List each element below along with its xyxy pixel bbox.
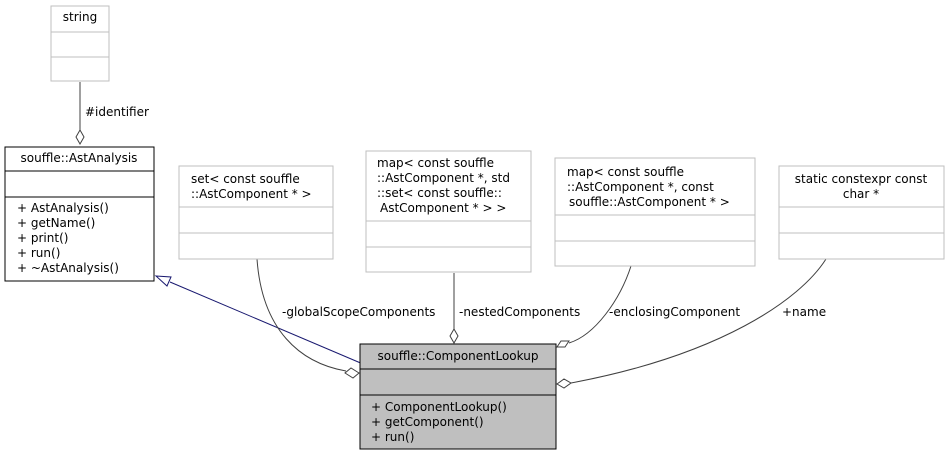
class-map-enclosing-title-line3: souffle::AstComponent * > [569, 195, 730, 209]
edge-enclosing-component: -enclosingComponent [556, 265, 740, 348]
edge-inheritance [154, 275, 371, 368]
class-component-lookup: souffle::ComponentLookup + ComponentLook… [359, 343, 557, 450]
class-set-title-line2: ::AstComponent * > [191, 187, 312, 201]
method-component-lookup-ctor: + ComponentLookup() [371, 400, 507, 414]
edge-nested-components: -nestedComponents [449, 273, 580, 345]
class-map-nested-title-line4: AstComponent * > > [380, 201, 506, 215]
edge-label-nested: -nestedComponents [459, 305, 580, 319]
method-get-component: + getComponent() [371, 415, 484, 429]
class-name-type-title-line2: char * [843, 187, 879, 201]
edge-label-enclosing: -enclosingComponent [609, 305, 740, 319]
edge-global-scope-components: -globalScopeComponents [256, 258, 435, 379]
class-string-title: string [63, 10, 97, 24]
class-ast-analysis-title: souffle::AstAnalysis [21, 151, 138, 165]
class-map-enclosing-title-line1: map< const souffle [567, 165, 684, 179]
class-ast-analysis: souffle::AstAnalysis + AstAnalysis() + g… [4, 146, 155, 282]
class-map-nested-title-line3: ::set< const souffle:: [377, 186, 502, 200]
method-get-name: + getName() [17, 216, 95, 230]
class-name-type: static constexpr const char * [778, 165, 945, 260]
class-map-nested-type: map< const souffle ::AstComponent *, std… [365, 150, 532, 273]
class-map-nested-title-line1: map< const souffle [377, 156, 494, 170]
class-set-title-line1: set< const souffle [191, 172, 300, 186]
inheritance-arrowhead [154, 275, 172, 287]
method-ast-analysis-ctor: + AstAnalysis() [17, 201, 109, 215]
class-name-type-title-line1: static constexpr const [795, 172, 928, 186]
class-map-nested-title-line2: ::AstComponent *, std [377, 171, 510, 185]
edge-name: +name [556, 258, 827, 389]
edge-label-global-scope: -globalScopeComponents [282, 305, 435, 319]
edge-label-name: +name [782, 305, 826, 319]
method-print: + print() [17, 231, 68, 245]
class-set-type: set< const souffle ::AstComponent * > [178, 165, 334, 260]
class-map-enclosing-title-line2: ::AstComponent *, const [567, 180, 714, 194]
class-map-enclosing-type: map< const souffle ::AstComponent *, con… [554, 157, 756, 267]
method-component-lookup-run: + run() [371, 430, 414, 444]
edge-identifier: #identifier [75, 82, 149, 146]
method-ast-analysis-run: + run() [17, 246, 60, 260]
method-ast-analysis-dtor: + ~AstAnalysis() [17, 261, 119, 275]
class-string: string [50, 5, 110, 82]
class-component-lookup-title: souffle::ComponentLookup [378, 349, 539, 363]
edge-label-identifier: #identifier [85, 105, 149, 119]
